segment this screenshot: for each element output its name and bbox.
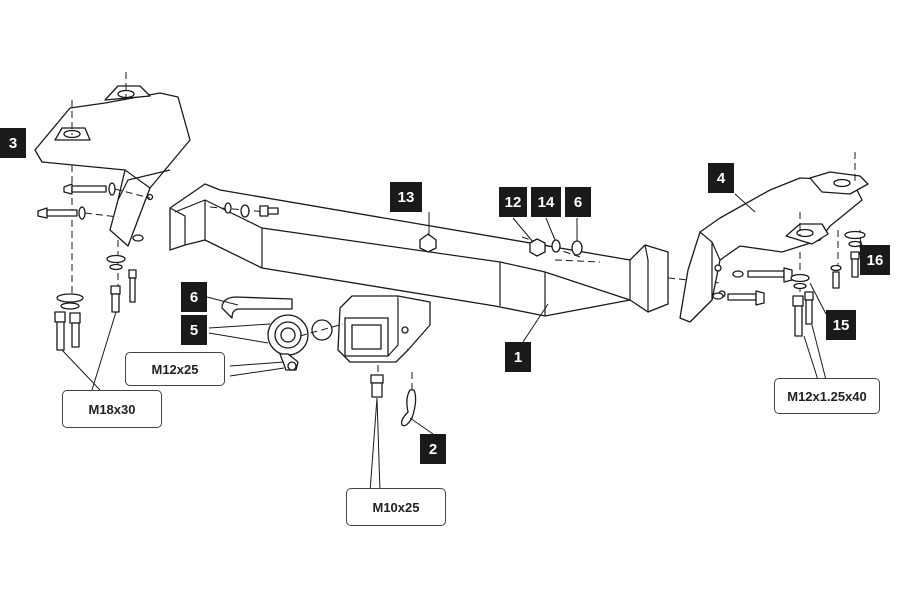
callout-12: 12: [499, 187, 527, 217]
nut-13: [419, 233, 437, 253]
callout-16: 16: [860, 245, 890, 275]
left-mounting-bracket: [34, 85, 191, 247]
callout-1: 1: [505, 342, 531, 372]
leader-lines: [61, 193, 866, 493]
callout-2: 2: [420, 434, 446, 464]
main-crossbar: [169, 183, 721, 317]
receiver-bolt-and-pin: [370, 372, 417, 427]
right-mounting-bracket: [679, 152, 869, 323]
spec-label-m18x30: M18x30: [62, 390, 162, 428]
spec-label-m10x25: M10x25: [346, 488, 446, 526]
spec-label-m12x1-25x40: M12x1.25x40: [774, 378, 880, 414]
receiver-hitch: [337, 295, 431, 390]
callout-6-washer: 6: [565, 187, 591, 217]
washer-group-12-14-6: [521, 236, 583, 258]
callout-4: 4: [708, 163, 734, 193]
right-bracket-hardware: [712, 230, 866, 337]
callout-15: 15: [826, 310, 856, 340]
callout-14: 14: [531, 187, 561, 217]
left-bracket-hardware: [37, 72, 151, 351]
hitch-pin-and-clip: [221, 296, 344, 371]
spec-label-m12x25: M12x25: [125, 352, 225, 386]
callout-6-pin: 6: [181, 282, 207, 312]
callout-3: 3: [0, 128, 26, 158]
callout-5: 5: [181, 315, 207, 345]
callout-13: 13: [390, 182, 422, 212]
